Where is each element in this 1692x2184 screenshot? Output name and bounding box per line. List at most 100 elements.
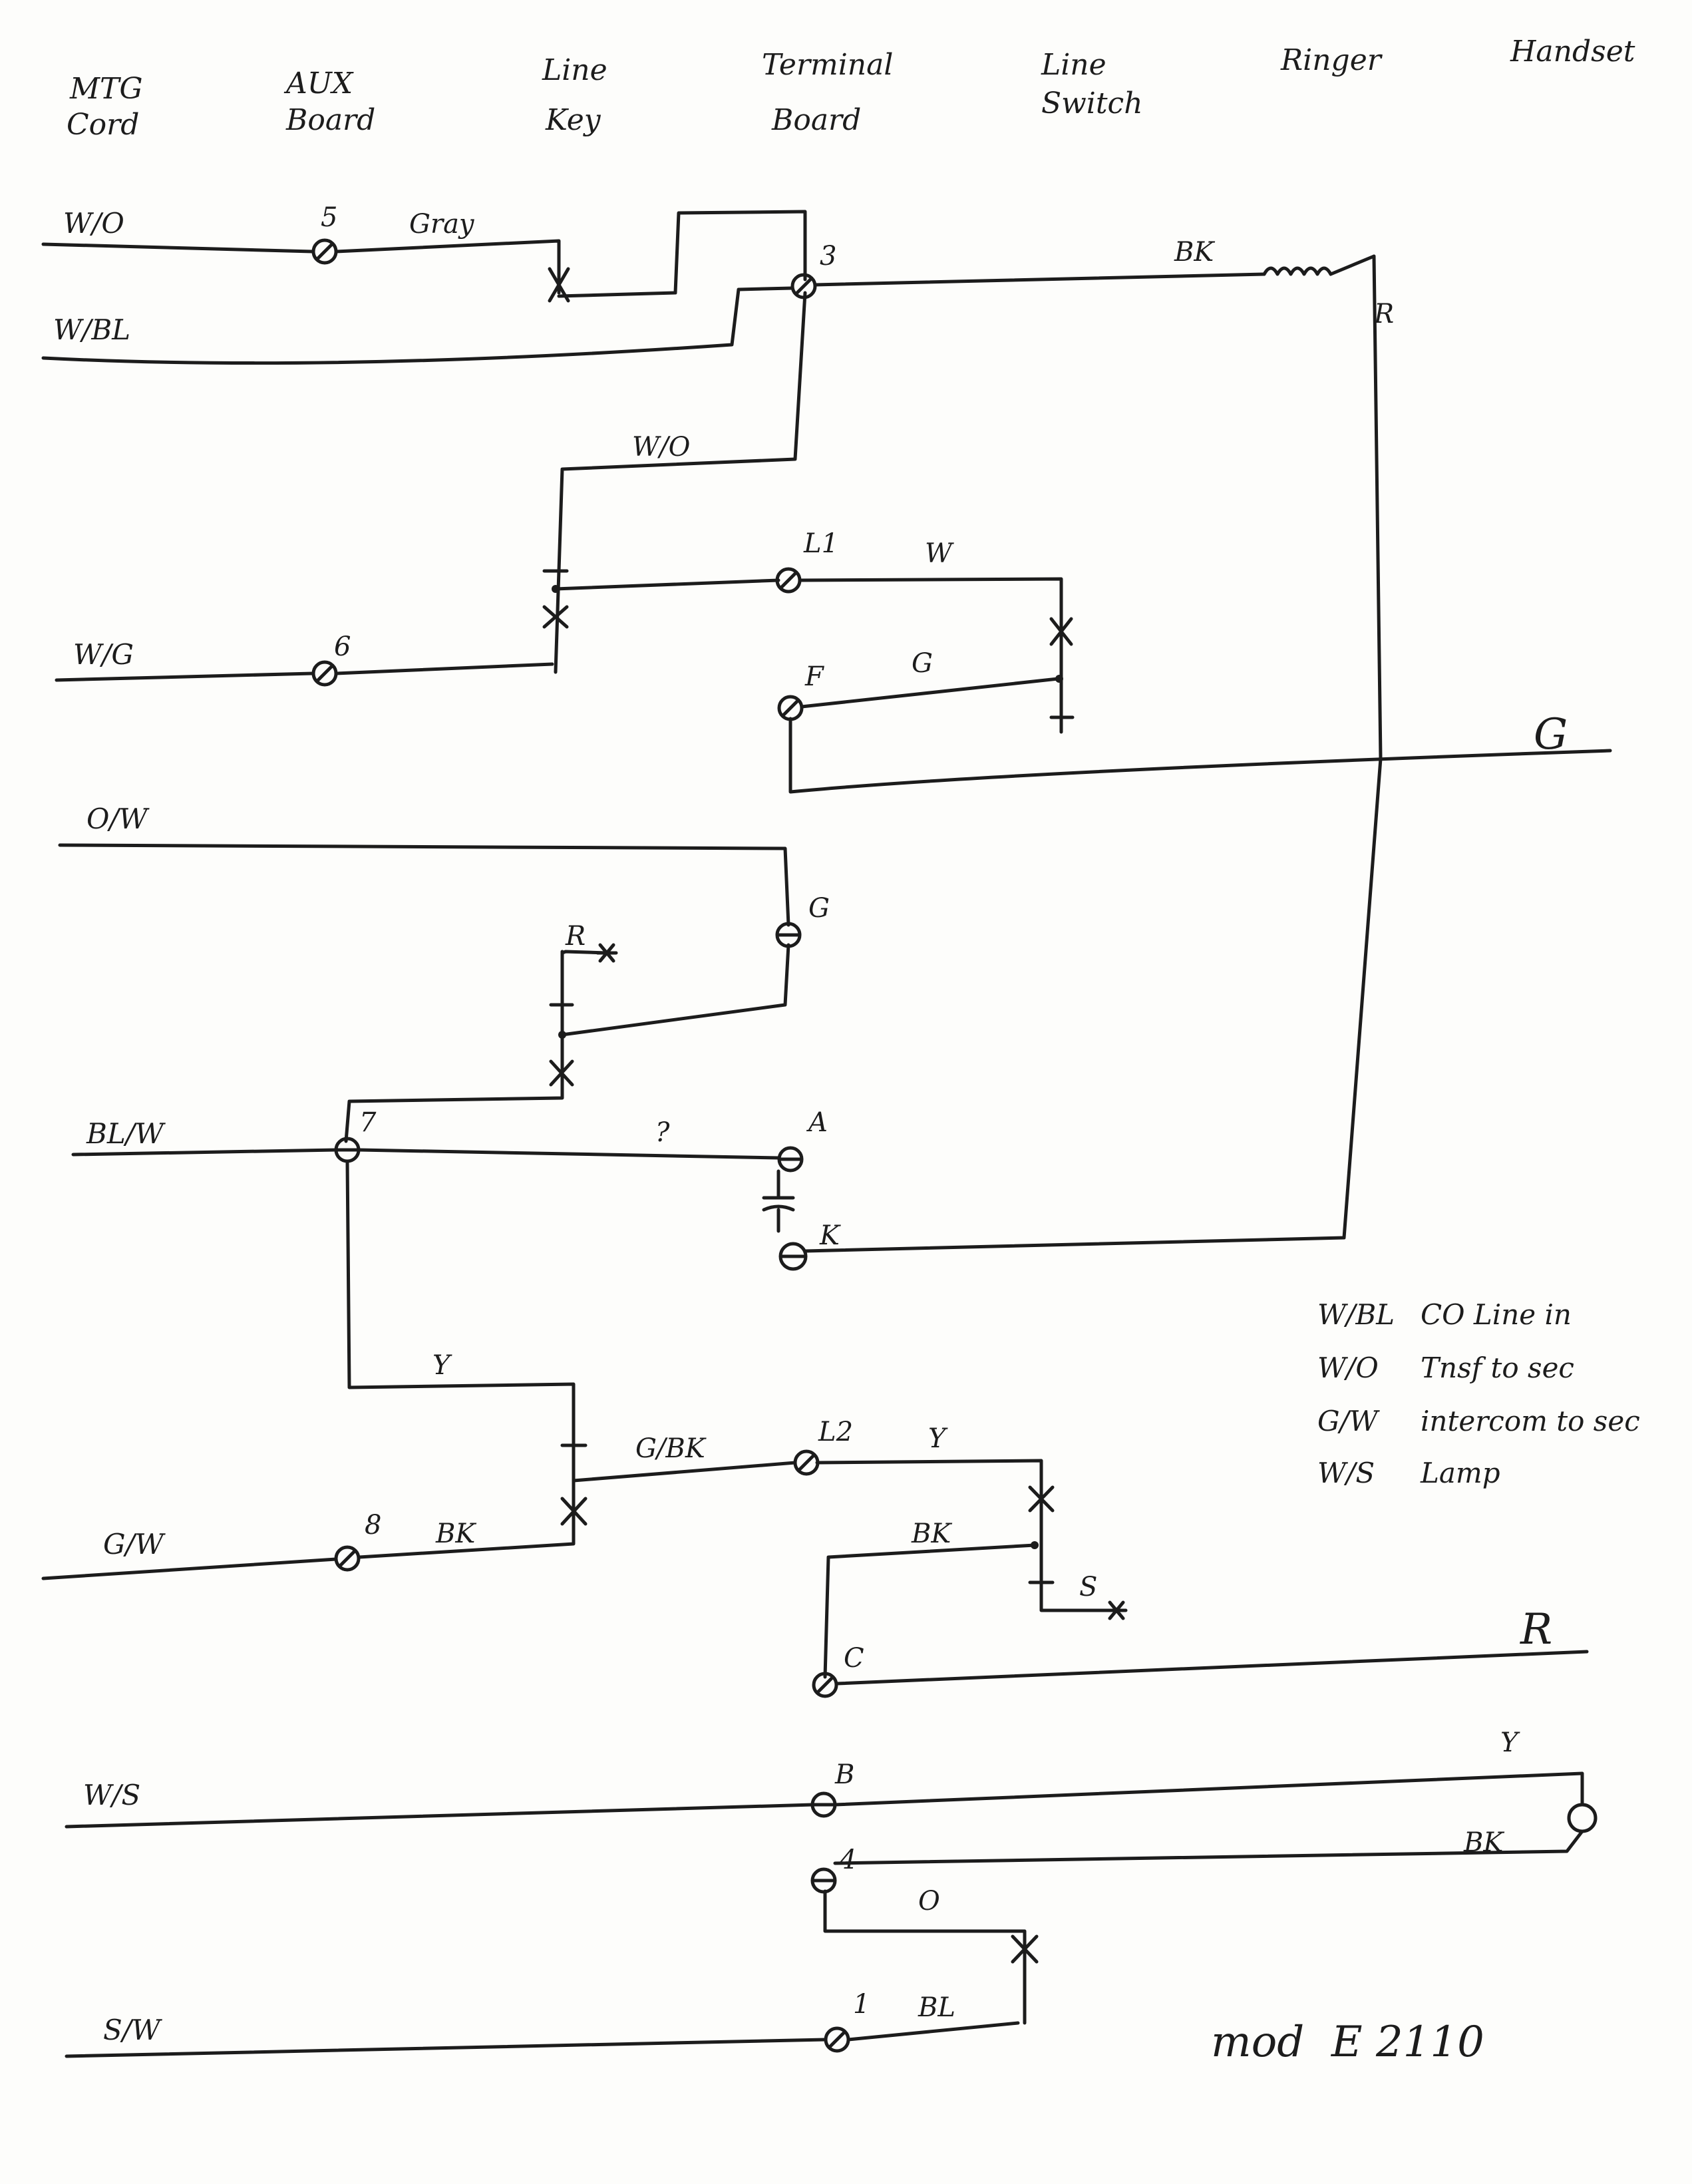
wire-bk-lamp bbox=[833, 1829, 1584, 1865]
wire-label-o: O bbox=[918, 1886, 940, 1916]
model-label: mod E 2110 bbox=[1211, 2018, 1484, 2067]
cord-label-s-w: S/W bbox=[103, 2014, 163, 2046]
header-mtg-cord-line2: Cord bbox=[67, 108, 139, 142]
contact-switch-1 bbox=[1049, 617, 1073, 646]
wire-bl bbox=[846, 2021, 1020, 2042]
wire-color-labels: Gray BK R W/O W G G ? Y G/BK Y BK BK R Y… bbox=[409, 209, 1568, 2023]
terminal-screws bbox=[311, 238, 850, 2053]
header-line-key-line2: Key bbox=[545, 103, 601, 137]
terminal-3 bbox=[790, 273, 817, 299]
terminal-label-l2: L2 bbox=[818, 1417, 853, 1447]
wire-bk-ringer bbox=[813, 272, 1266, 287]
terminal-label-3: 3 bbox=[820, 241, 836, 272]
wire-o bbox=[823, 1889, 1027, 2025]
header-aux-board-line2: Board bbox=[285, 103, 375, 137]
header-aux-board-line1: AUX bbox=[283, 67, 354, 100]
wire-label-g-handset: G bbox=[1534, 710, 1568, 759]
terminal-a bbox=[777, 1146, 804, 1173]
header-terminal-board-line2: Board bbox=[771, 103, 861, 137]
wire-r-handset bbox=[835, 1650, 1589, 1686]
terminal-label-a: A bbox=[806, 1107, 828, 1138]
wire-g-f bbox=[800, 677, 1060, 709]
wire-label-gray: Gray bbox=[409, 209, 475, 240]
terminal-b bbox=[810, 1791, 837, 1818]
terminal-c bbox=[812, 1672, 838, 1698]
header-mtg-cord-line1: MTG bbox=[69, 72, 143, 106]
cord-wire-labels: W/O W/BL W/G O/W BL/W G/W W/S S/W bbox=[53, 207, 166, 2046]
contact-switch-3 bbox=[1028, 1485, 1055, 1513]
wire-y-key bbox=[345, 1159, 576, 1526]
terminal-label-5: 5 bbox=[321, 202, 337, 233]
wire-g-w bbox=[41, 1557, 338, 1580]
wire-w-g bbox=[55, 671, 315, 682]
wire-gray bbox=[334, 239, 561, 295]
header-ringer: Ringer bbox=[1280, 43, 1383, 77]
wire-label-bk-ringer: BK bbox=[1174, 237, 1215, 268]
terminal-4 bbox=[810, 1867, 837, 1894]
header-line-switch-line2: Switch bbox=[1041, 87, 1143, 120]
wire-label-y: Y bbox=[432, 1350, 452, 1381]
terminal-f bbox=[777, 695, 804, 721]
terminal-6 bbox=[311, 660, 338, 687]
terminal-1 bbox=[824, 2026, 850, 2053]
wire-bl-w bbox=[71, 1148, 338, 1157]
terminal-label-c: C bbox=[844, 1643, 864, 1674]
column-headers: MTG Cord AUX Board Line Key Terminal Boa… bbox=[67, 35, 1635, 142]
terminal-label-g: G bbox=[808, 893, 830, 924]
junction-dot-1 bbox=[552, 585, 560, 593]
note-code-1: W/BL bbox=[1317, 1298, 1395, 1331]
header-handset: Handset bbox=[1510, 35, 1635, 69]
cord-label-o-w: O/W bbox=[86, 803, 150, 835]
cord-label-w-s: W/S bbox=[83, 1779, 140, 1811]
terminal-label-s: S bbox=[1079, 1572, 1097, 1602]
wire-6-key bbox=[334, 662, 554, 675]
wire-label-bl: BL bbox=[918, 1992, 955, 2023]
cord-label-g-w: G/W bbox=[103, 1528, 166, 1560]
wire-r-stub bbox=[560, 950, 609, 955]
terminal-label-4: 4 bbox=[839, 1845, 856, 1875]
wire-s-w bbox=[65, 2038, 827, 2058]
terminal-label-1: 1 bbox=[853, 1989, 870, 2020]
cord-label-bl-w: BL/W bbox=[86, 1117, 166, 1150]
junction-dot-3 bbox=[558, 1031, 566, 1039]
terminal-7 bbox=[334, 1137, 361, 1163]
wire-o-w bbox=[58, 843, 790, 927]
wire-label-bk-8: BK bbox=[435, 1519, 476, 1549]
wire-w-o bbox=[41, 242, 315, 254]
wire-key-7 bbox=[344, 950, 564, 1143]
wire-label-g: G bbox=[912, 648, 933, 679]
wire-jumper-3 bbox=[557, 210, 807, 298]
terminal-label-f: F bbox=[804, 661, 824, 692]
wire-label-g-bk: G/BK bbox=[635, 1433, 707, 1464]
terminal-5 bbox=[311, 238, 338, 265]
wire-label-w-o: W/O bbox=[632, 432, 690, 462]
terminal-label-b: B bbox=[834, 1759, 854, 1790]
wire-y-l2 bbox=[815, 1459, 1110, 1612]
wire-w-bl bbox=[41, 286, 794, 365]
note-code-4: W/S bbox=[1317, 1457, 1375, 1489]
cord-label-w-g: W/G bbox=[73, 638, 134, 671]
note-code-3: G/W bbox=[1317, 1405, 1381, 1437]
wire-label-bk-lamp: BK bbox=[1463, 1827, 1504, 1858]
terminal-labels: 5 3 L1 6 F G R 7 A K 8 L2 S C B 4 1 bbox=[321, 202, 1097, 2020]
contact-key-5 bbox=[549, 1059, 574, 1087]
terminal-label-k: K bbox=[819, 1220, 841, 1251]
note-text-1: CO Line in bbox=[1421, 1298, 1572, 1331]
wire-bk-8 bbox=[357, 1515, 576, 1559]
legend-notes: W/BL CO Line in W/O Tnsf to sec G/W inte… bbox=[1317, 1298, 1640, 1489]
terminal-label-6: 6 bbox=[334, 632, 351, 662]
capacitor-a-k bbox=[762, 1169, 795, 1233]
note-code-2: W/O bbox=[1317, 1352, 1379, 1384]
contact-switch-5 bbox=[1011, 1934, 1039, 1964]
wire-g-handset bbox=[788, 717, 1612, 794]
wire-label-y-l2: Y bbox=[928, 1423, 948, 1454]
cord-label-w-bl: W/BL bbox=[53, 313, 130, 346]
header-terminal-board-line1: Terminal bbox=[762, 48, 893, 82]
wire-label-unknown: ? bbox=[655, 1117, 670, 1148]
cord-label-w-o: W/O bbox=[63, 207, 124, 240]
asterisk-r bbox=[595, 943, 618, 963]
wire-label-r-handset: R bbox=[1520, 1605, 1552, 1654]
junction-dot-4 bbox=[1031, 1541, 1039, 1549]
